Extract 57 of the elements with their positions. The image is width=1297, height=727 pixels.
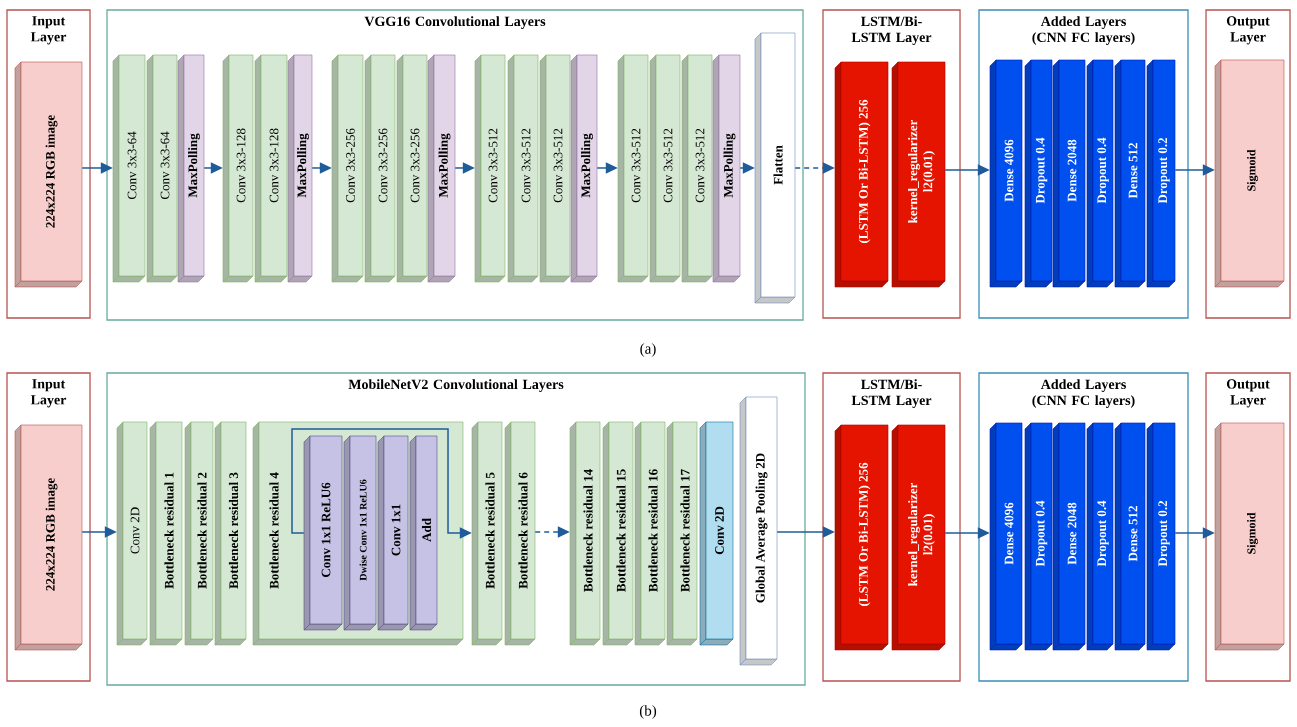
layer-slab: Bottleneck residual 17 <box>666 421 698 646</box>
layer-slab: Conv 3x3-512 <box>507 54 539 283</box>
layer-slab: Conv 3x3-256 <box>396 54 428 283</box>
layer-slab: Bottleneck residual 5 <box>471 421 503 646</box>
layer-slab: MaxPolling <box>570 54 598 283</box>
layer-slab: Bottleneck residual 16 <box>634 421 666 646</box>
layer-slab: Bottleneck residual 1 <box>149 421 183 646</box>
layer-slab: MaxPolling <box>177 54 205 283</box>
layer-slab: Global Average Pooling 2D <box>739 396 778 666</box>
layer-slab: Conv 3x3-128 <box>222 54 254 283</box>
layer-slab: kernel_regularizer l2(0.01) <box>891 424 946 651</box>
layer-slab: (LSTM Or Bi-LSTM) 256 <box>834 424 889 651</box>
layer-slab: Dense 2048 <box>1052 59 1086 288</box>
layer-slab: Conv 1x1 ReLU6 <box>303 435 343 631</box>
layer-slab: Conv 3x3-256 <box>364 54 396 283</box>
layer-slab: Dense 512 <box>1114 422 1146 651</box>
layer-slab: Bottleneck residual 14 <box>569 421 601 646</box>
layer-slab: Bottleneck residual 3 <box>214 421 247 646</box>
layer-slab: Bottleneck residual 15 <box>602 421 634 646</box>
layer-slab: Conv 3x3-64 <box>112 54 146 283</box>
layer-slab: Flatten <box>754 32 796 304</box>
layer-slab: Conv 3x3-128 <box>254 54 288 283</box>
layer-slab: Conv 1x1 <box>377 435 409 631</box>
caption-label: (a) <box>640 343 656 357</box>
layer-slab: Conv 3x3-512 <box>539 54 571 283</box>
layer-slab: Conv 3x3-512 <box>681 54 713 283</box>
layer-slab: Conv 3x3-512 <box>474 54 506 283</box>
layer-slab: MaxPolling <box>712 54 741 283</box>
layer-slab: Dense 4096 <box>989 422 1023 651</box>
layer-slab: Conv 3x3-512 <box>617 54 649 283</box>
layer-slab: (LSTM Or Bi-LSTM) 256 <box>834 61 889 288</box>
caption-label: (b) <box>639 705 657 719</box>
layer-slab: Bottleneck residual 6 <box>504 421 536 646</box>
layer-slab: Dense 512 <box>1114 59 1146 288</box>
layer-slab: 224x224 RGB image <box>14 424 83 651</box>
layer-slab: Sigmoid <box>1214 422 1285 651</box>
layer-slab: Bottleneck residual 2 <box>184 421 214 646</box>
layer-slab: MaxPolling <box>287 54 313 283</box>
layer-slab: Dropout 0.4 <box>1086 59 1114 288</box>
layer-slab: Dense 4096 <box>989 59 1023 288</box>
layer-slab: Add <box>409 435 438 631</box>
layer-slab: Dropout 0.4 <box>1024 59 1053 288</box>
layer-slab: Dropout 0.2 <box>1146 59 1176 288</box>
layer-slab: Dwise Conv 1x1 ReLU6 <box>343 435 377 631</box>
layer-slab: Conv 3x3-256 <box>331 54 364 283</box>
layer-slab: Dropout 0.4 <box>1086 422 1114 651</box>
layer-slab: Conv 2D <box>699 421 734 646</box>
layer-slab: Dense 2048 <box>1052 422 1086 651</box>
layer-slab: 224x224 RGB image <box>14 61 83 288</box>
layer-slab: Conv 3x3-64 <box>146 54 178 283</box>
layer-slab: Dropout 0.4 <box>1024 422 1053 651</box>
layer-slab: Dropout 0.2 <box>1146 422 1176 651</box>
layer-slab: Conv 2D <box>116 421 148 646</box>
layer-slab: MaxPolling <box>427 54 456 283</box>
layer-slab: Conv 3x3-512 <box>649 54 681 283</box>
layer-slab: kernel_regularizer l2(0.01) <box>891 61 946 288</box>
layer-slab: Sigmoid <box>1214 59 1285 288</box>
